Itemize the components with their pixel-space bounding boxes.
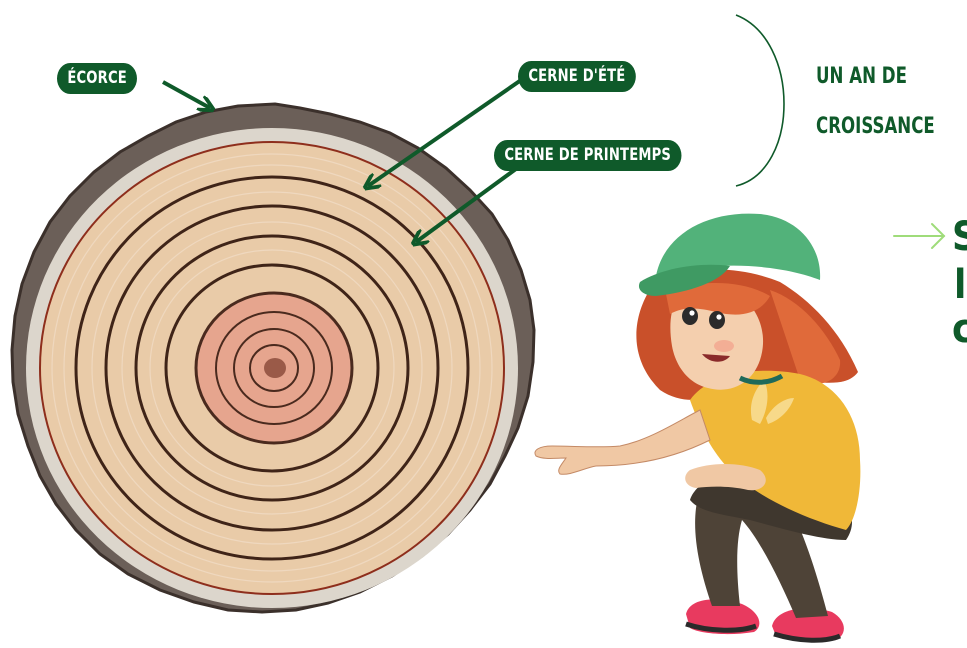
growth-year-line1: UN AN DE: [816, 64, 907, 89]
girl-character: [535, 214, 860, 642]
cropped-text-2: l: [954, 262, 966, 308]
growth-year-line2: CROISSANCE: [816, 114, 935, 139]
spring-ring-label: CERNE DE PRINTEMPS: [494, 140, 681, 171]
pointing-arm: [535, 410, 710, 474]
bark-label: ÉCORCE: [57, 63, 137, 94]
right-arrow-icon: [894, 224, 944, 248]
log-cross-section: [12, 104, 534, 612]
summer-ring-label: CERNE D'ÉTÉ: [518, 61, 636, 92]
eye-left: [682, 307, 698, 325]
back-arm: [685, 464, 766, 490]
cropped-text-3: c: [952, 306, 967, 352]
year-bracket: [736, 15, 784, 186]
bark-arrow: [163, 82, 210, 108]
cropped-text-1: S: [952, 214, 967, 260]
pith: [264, 358, 286, 378]
